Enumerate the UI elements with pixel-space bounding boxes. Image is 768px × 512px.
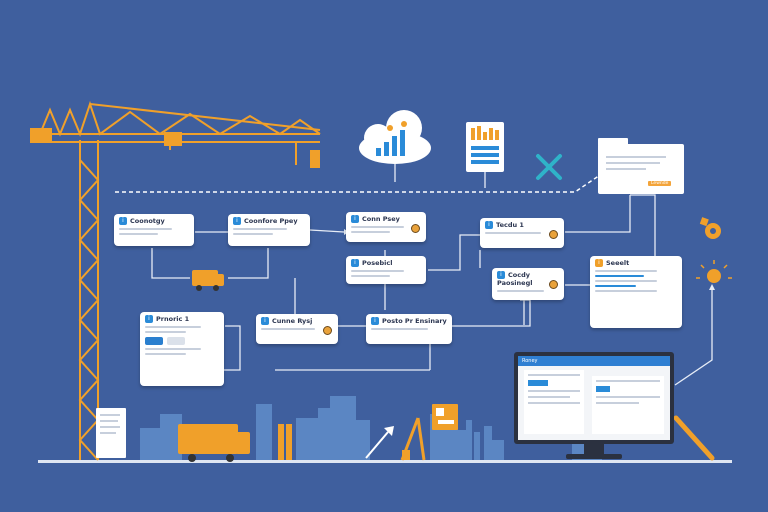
report-sheet-icon — [466, 122, 504, 188]
step-badge-icon: i — [351, 259, 359, 267]
card-title: Cocdy Paosinegl — [497, 271, 533, 287]
card-line — [119, 228, 172, 230]
growth-arrow — [365, 426, 394, 459]
primary-action-button[interactable] — [145, 337, 163, 345]
folder-action-button[interactable]: Lewnde — [648, 181, 672, 186]
card-buttons — [145, 333, 219, 345]
document-stack — [96, 408, 126, 458]
card-line — [261, 328, 315, 330]
card-line — [145, 331, 186, 333]
card-line — [485, 232, 541, 234]
step-badge-icon: i — [595, 259, 603, 267]
ground-line — [38, 460, 732, 463]
wrench-icon — [536, 154, 562, 180]
card-line — [145, 348, 201, 350]
card-line — [233, 228, 287, 230]
step-badge-icon: i — [119, 217, 127, 225]
card-title: Posto Pr Ensinary — [382, 317, 447, 325]
card-title: Coonfore Ppey — [244, 217, 298, 225]
orange-pillars — [278, 424, 410, 460]
step-badge-icon: i — [233, 217, 241, 225]
card-line — [145, 326, 201, 328]
connector-lines — [151, 194, 713, 386]
card-line — [351, 270, 404, 272]
step-badge-icon: i — [485, 221, 493, 229]
delivery-truck — [178, 424, 250, 462]
person-icon — [549, 230, 558, 239]
card-title: Cunne Rysj — [272, 317, 313, 325]
monitor-panel-right — [592, 376, 664, 434]
step-badge-icon: i — [145, 315, 153, 323]
crane-counterweight — [30, 128, 52, 142]
dashed-connector — [115, 174, 601, 193]
person-icon — [549, 280, 558, 289]
person-icon — [323, 326, 332, 335]
card-line — [595, 270, 657, 272]
step-badge-icon: i — [351, 215, 359, 223]
card-line — [351, 275, 390, 277]
card-line — [351, 226, 404, 228]
card-line — [497, 290, 544, 292]
monitor-header: Roney — [518, 356, 670, 366]
orange-frame — [400, 417, 426, 461]
truck-icon — [192, 270, 224, 291]
crane-hook-block — [310, 150, 320, 168]
card-title: Tecdu 1 — [496, 221, 524, 229]
card-line — [595, 275, 645, 277]
card-line — [119, 233, 158, 235]
card-title: Prnoric 1 — [156, 315, 190, 323]
card-title: Posebicl — [362, 259, 393, 267]
step-badge-icon: i — [497, 271, 505, 279]
excavator-arm — [673, 415, 715, 461]
card-line — [351, 231, 390, 233]
folder-window — [598, 138, 684, 194]
box-icon — [432, 404, 458, 430]
card-line — [145, 353, 186, 355]
bulb-icon — [696, 260, 732, 283]
gear-icon — [699, 217, 721, 239]
card-line — [595, 290, 657, 292]
cloud-chart-icon — [359, 110, 431, 182]
crane-cab — [164, 132, 182, 146]
card-title: Seeelt — [606, 259, 630, 267]
monitor-panel-left — [524, 370, 584, 434]
step-badge-icon: i — [371, 317, 379, 325]
card-title: Conn Psey — [362, 215, 400, 223]
step-badge-icon: i — [261, 317, 269, 325]
monitor-screen: Roney — [518, 356, 670, 440]
person-icon — [411, 224, 420, 233]
card-line — [233, 233, 273, 235]
card-line — [595, 285, 636, 287]
crane-icon — [30, 100, 321, 461]
secondary-action-button[interactable] — [166, 337, 185, 345]
card-title: Coonotgy — [130, 217, 165, 225]
card-line — [595, 280, 657, 282]
card-line — [371, 328, 428, 330]
